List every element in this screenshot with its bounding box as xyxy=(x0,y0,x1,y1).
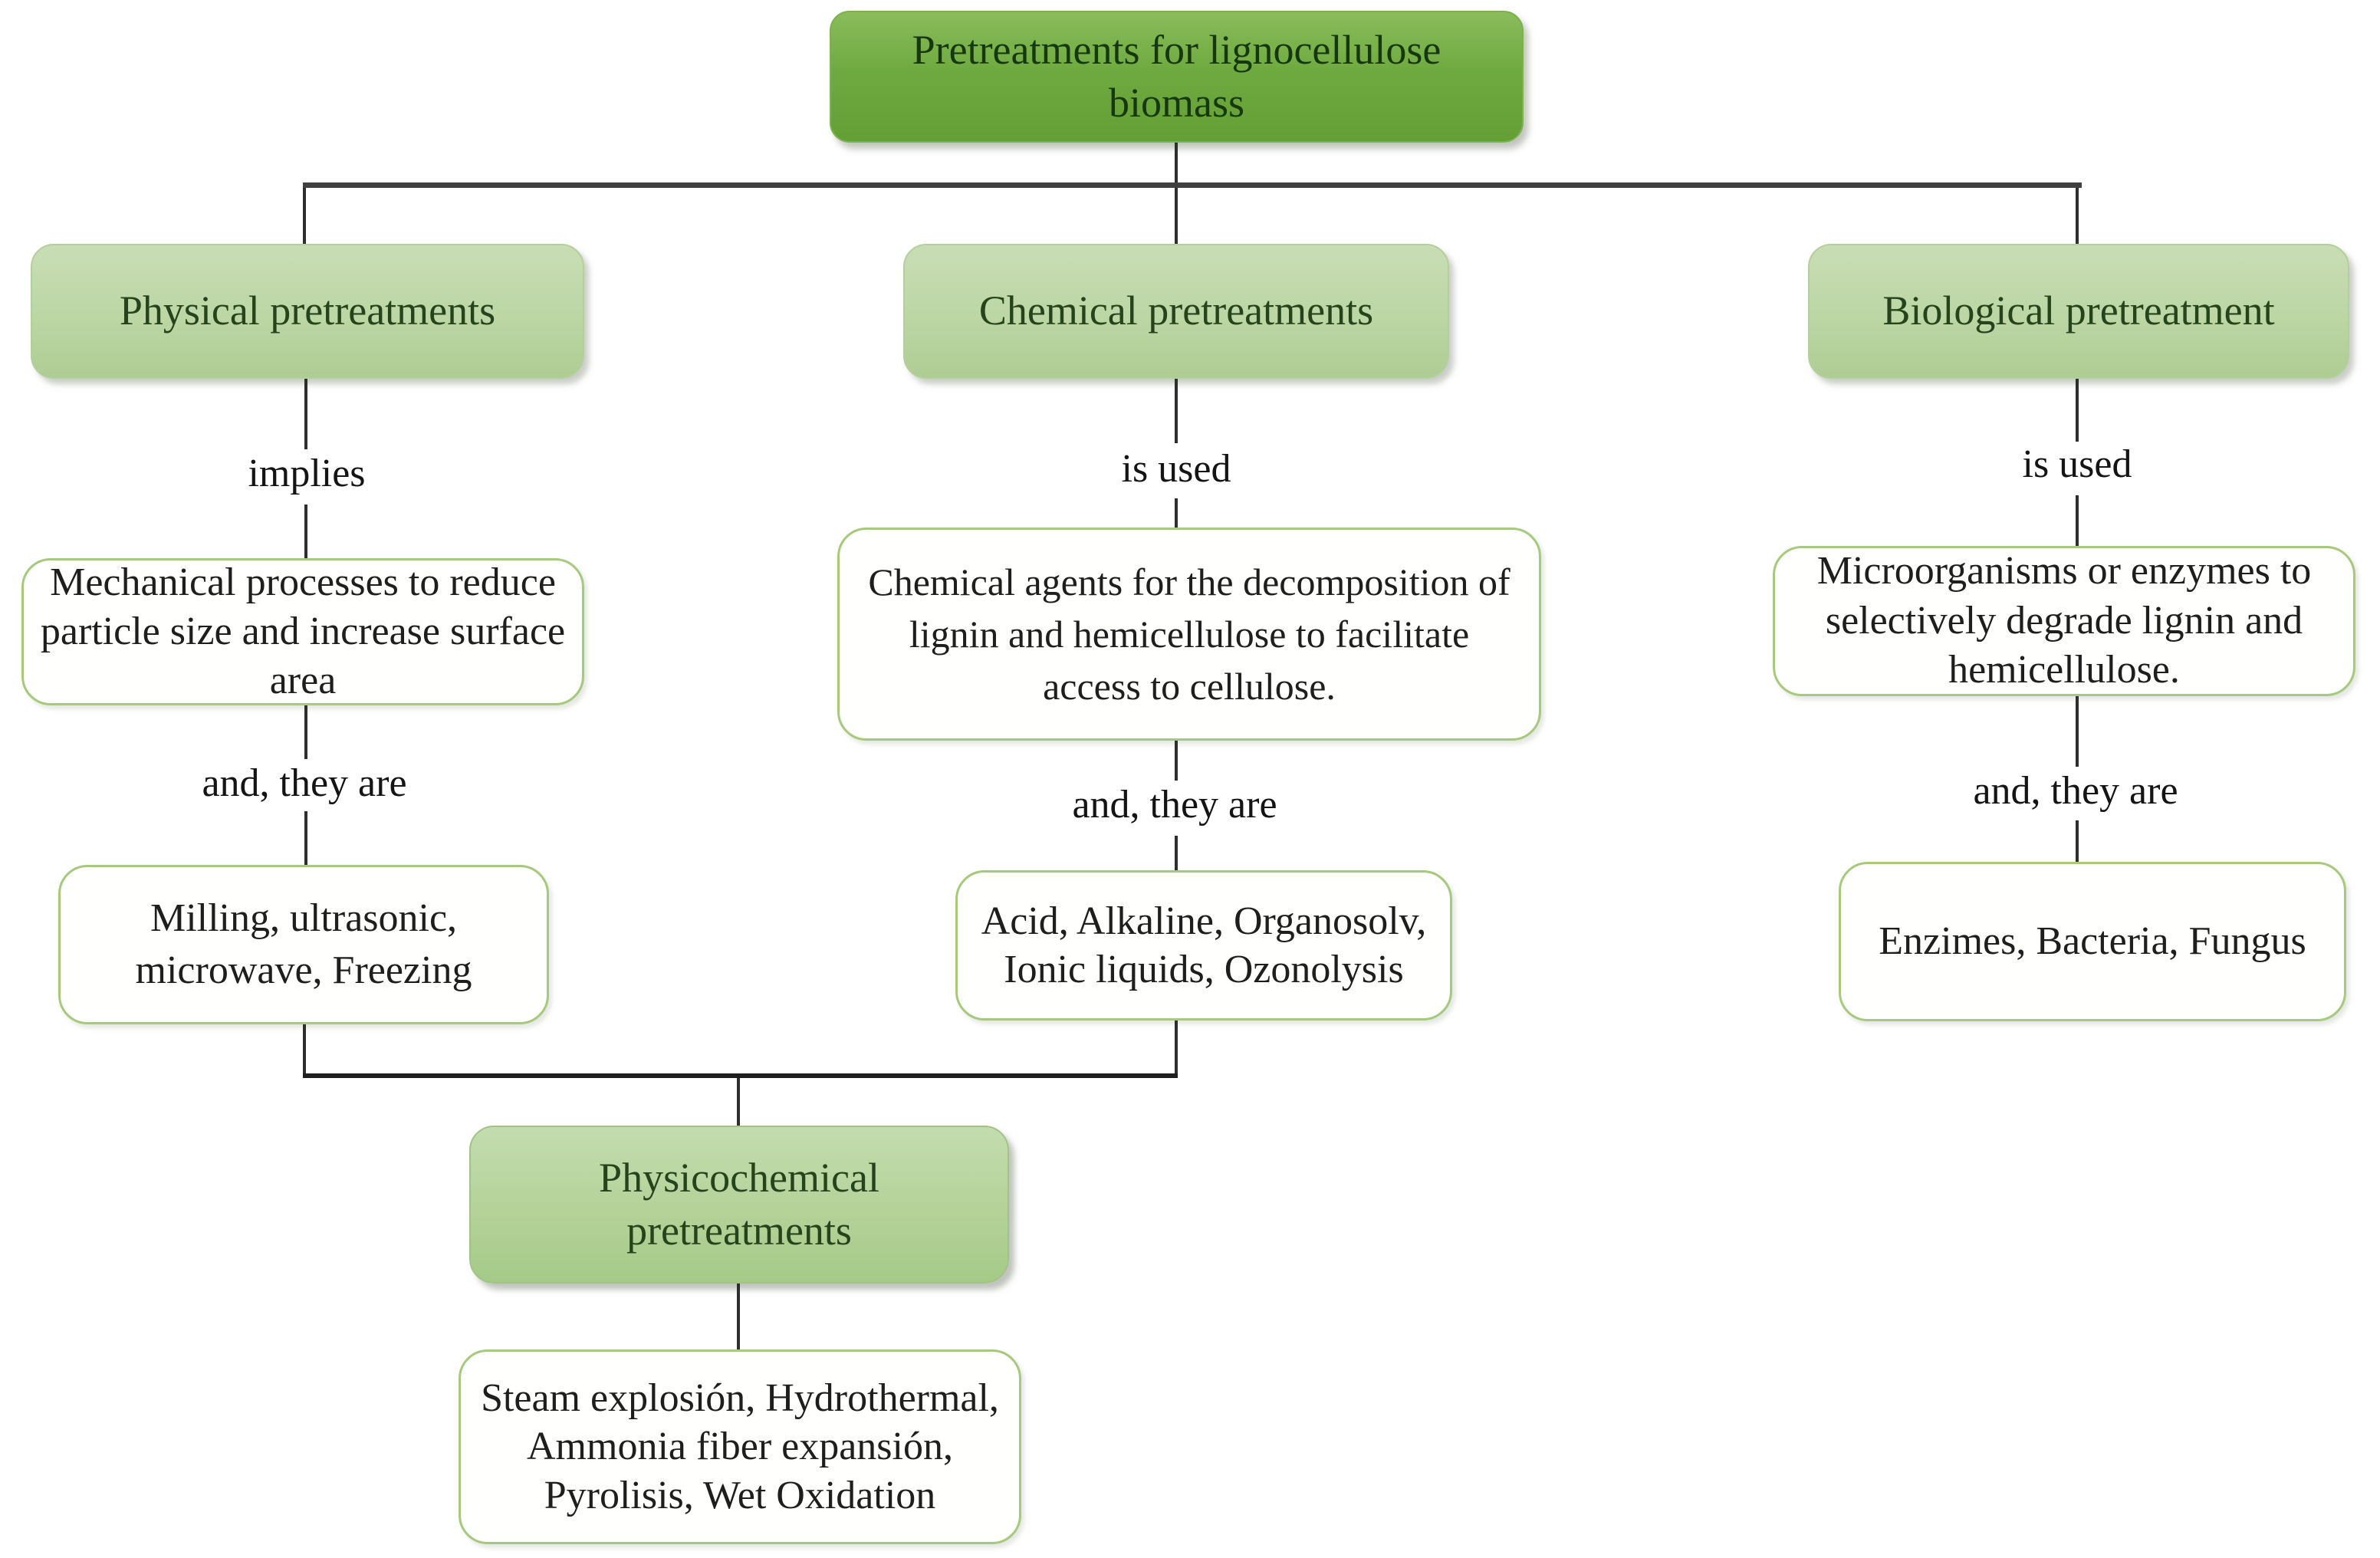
node-chemical-header: Chemical pretreatments xyxy=(903,244,1449,379)
node-chemical-methods: Acid, Alkaline, Organosolv, Ionic liquid… xyxy=(955,870,1452,1021)
connector-biological-c xyxy=(2076,696,2079,767)
node-physicochemical-header: Physicochemical pretreatments xyxy=(469,1126,1009,1284)
connector-merge-drop xyxy=(737,1078,740,1126)
connector-physicochemical-down xyxy=(737,1284,740,1349)
connector-main-rail xyxy=(303,182,2082,188)
connector-rail-physical xyxy=(303,188,306,245)
connector-biological-d xyxy=(2076,820,2079,862)
node-chemical-description: Chemical agents for the decomposition of… xyxy=(837,528,1541,741)
connector-chemical-b xyxy=(1175,498,1178,529)
connector-biological-a xyxy=(2076,379,2079,442)
connector-merge-left xyxy=(303,1024,306,1078)
connector-physical-b xyxy=(304,505,307,560)
connector-root-down xyxy=(1175,143,1178,184)
edge-label-is-used-chemical: is used xyxy=(1121,447,1231,491)
connector-merge-right xyxy=(1175,1021,1178,1078)
edge-label-and-they-are-biological: and, they are xyxy=(1973,769,2178,813)
node-root: Pretreatments for lignocellulose biomass xyxy=(830,11,1524,143)
edge-label-is-used-biological: is used xyxy=(2022,442,2132,486)
connector-chemical-d xyxy=(1175,836,1178,870)
connector-biological-b xyxy=(2076,495,2079,547)
edge-label-and-they-are-physical: and, they are xyxy=(202,761,407,805)
node-physical-description: Mechanical processes to reduce particle … xyxy=(21,558,584,705)
edge-label-and-they-are-chemical: and, they are xyxy=(1072,783,1277,827)
connector-rail-chemical xyxy=(1175,188,1178,245)
connector-chemical-c xyxy=(1175,741,1178,781)
node-biological-description: Microorganisms or enzymes to selectively… xyxy=(1773,546,2355,696)
connector-physical-c xyxy=(304,705,307,759)
node-biological-methods: Enzimes, Bacteria, Fungus xyxy=(1839,862,2346,1021)
node-physical-header: Physical pretreatments xyxy=(31,244,584,379)
connector-merge-rail xyxy=(303,1073,1178,1078)
connector-physical-d xyxy=(304,811,307,865)
node-biological-header: Biological pretreatment xyxy=(1808,244,2349,379)
connector-rail-biological xyxy=(2076,188,2079,245)
node-physicochemical-methods: Steam explosión, Hydrothermal, Ammonia f… xyxy=(459,1349,1021,1544)
connector-chemical-a xyxy=(1175,379,1178,443)
edge-label-implies: implies xyxy=(248,452,366,495)
node-physical-methods: Milling, ultrasonic, microwave, Freezing xyxy=(58,865,549,1024)
connector-physical-a xyxy=(304,379,307,449)
